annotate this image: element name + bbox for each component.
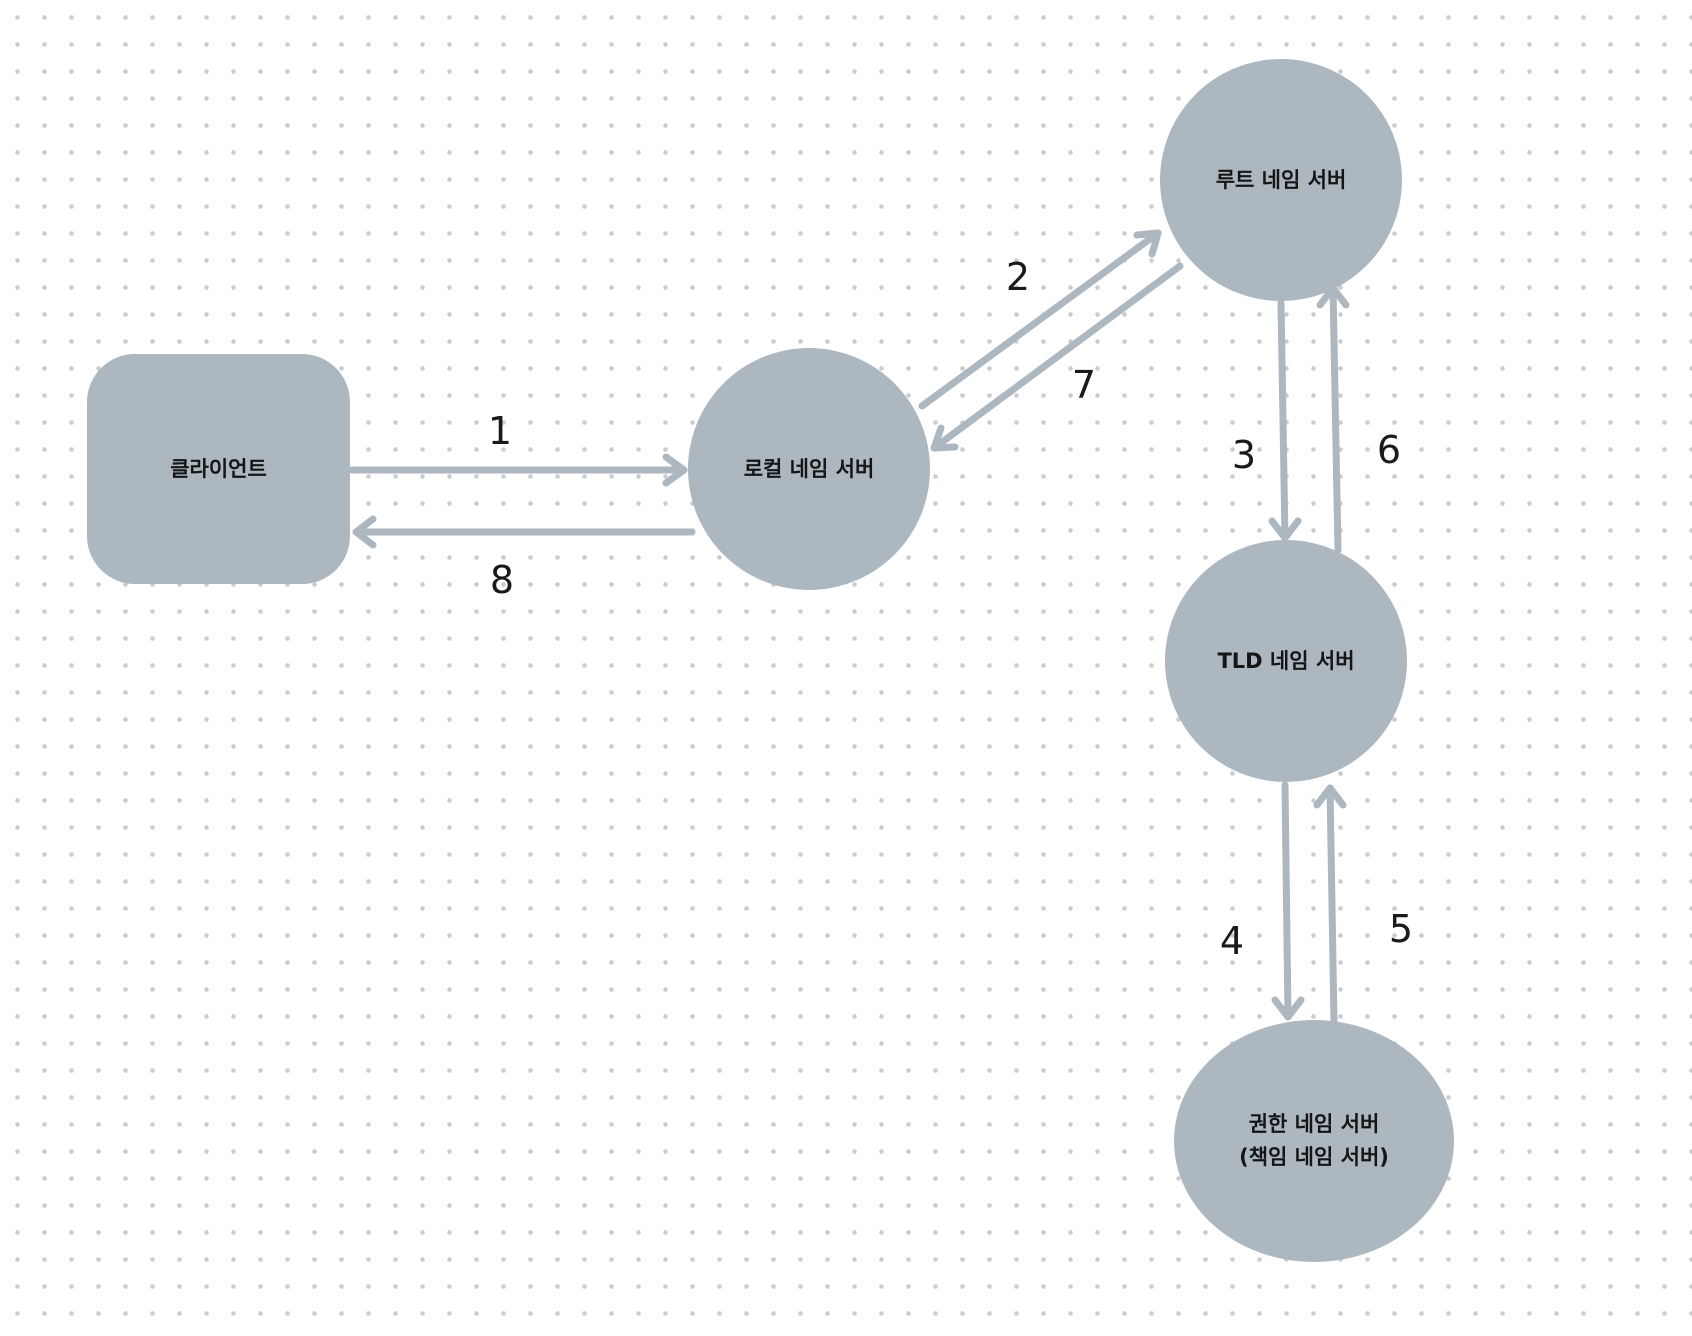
- client-label: 클라이언트: [170, 456, 267, 481]
- step-label-2: 2: [1005, 255, 1031, 299]
- step-label-5: 5: [1388, 907, 1414, 951]
- authoritative-name-server-sublabel: (책임 네임 서버): [1239, 1145, 1389, 1169]
- arrow-8: [352, 515, 696, 549]
- step-label-7: 7: [1071, 363, 1097, 407]
- root-name-server-node: 루트 네임 서버: [1160, 59, 1402, 301]
- client-node: 클라이언트: [87, 354, 350, 584]
- step-label-4: 4: [1219, 919, 1245, 963]
- step-label-3: 3: [1231, 433, 1257, 477]
- authoritative-name-server-label: 권한 네임 서버: [1248, 1112, 1380, 1137]
- step-label-8: 8: [489, 558, 515, 602]
- arrow-6: [1316, 284, 1350, 554]
- authoritative-name-server-node: 권한 네임 서버 (책임 네임 서버): [1174, 1020, 1454, 1262]
- arrow-3: [1268, 299, 1302, 542]
- step-label-6: 6: [1376, 428, 1402, 472]
- arrow-5: [1313, 784, 1347, 1026]
- tld-name-server-node: TLD 네임 서버: [1165, 540, 1407, 782]
- arrow-1: [348, 453, 688, 487]
- local-name-server-label: 로컬 네임 서버: [743, 456, 875, 481]
- local-name-server-node: 로컬 네임 서버: [688, 348, 930, 590]
- arrow-2: [918, 229, 1162, 410]
- arrow-7: [930, 262, 1184, 452]
- root-name-server-label: 루트 네임 서버: [1215, 167, 1347, 192]
- arrow-4: [1271, 781, 1305, 1021]
- step-label-1: 1: [487, 409, 513, 453]
- tld-name-server-label: TLD 네임 서버: [1217, 648, 1355, 673]
